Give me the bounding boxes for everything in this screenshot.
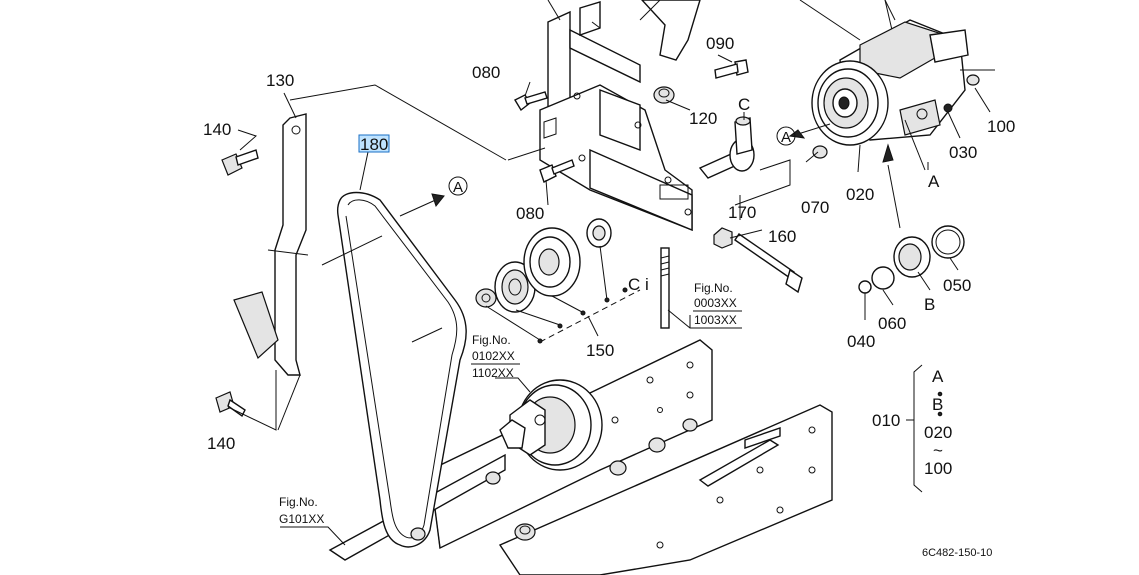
set-item-020: 020 (924, 423, 952, 442)
bolt-160 (734, 233, 803, 294)
idler-pulley-150 (475, 218, 612, 313)
part-label-080-lower[interactable]: 080 (516, 204, 544, 223)
tension-shaft (698, 116, 755, 179)
svg-text:A: A (781, 129, 791, 146)
fig-ref-0102[interactable]: Fig.No. 0102XX 1102XX (471, 333, 520, 380)
fig-ref-0102-title: Fig.No. (472, 333, 511, 347)
crank-pulley (499, 379, 603, 471)
clutch-parts (858, 225, 965, 294)
bolt-140-upper (221, 149, 259, 176)
fig-ref-g101-title: Fig.No. (279, 495, 318, 509)
part-label-120[interactable]: 120 (689, 109, 717, 128)
compressor-020 (811, 0, 980, 159)
fig-ref-0102-line2: 1102XX (472, 366, 514, 380)
ref-letter-b: B (924, 295, 935, 314)
part-180-highlight (358, 134, 390, 153)
ref-circle-a-belt: A (448, 176, 468, 196)
nut-120 (653, 86, 675, 104)
v-belt-180 (336, 191, 467, 548)
set-item-tilde: ~ (933, 441, 943, 460)
set-item-100: 100 (924, 459, 952, 478)
part-label-060[interactable]: 060 (878, 314, 906, 333)
compressor-bracket (539, 0, 893, 232)
drawing-code: 6C482-150-10 (922, 547, 992, 559)
part-label-020[interactable]: 020 (846, 185, 874, 204)
ref-letter-a-comp: A (928, 172, 940, 191)
part-label-140-lower[interactable]: 140 (207, 434, 235, 453)
part-label-130[interactable]: 130 (266, 71, 294, 90)
fig-ref-g101-line1: G101XX (279, 512, 324, 526)
fig-ref-0003-title: Fig.No. (694, 281, 733, 295)
part-label-010[interactable]: 010 (872, 411, 900, 430)
part-label-030[interactable]: 030 (949, 143, 977, 162)
adjust-plate-130 (233, 113, 307, 431)
stud (660, 247, 670, 329)
part-label-090[interactable]: 090 (706, 34, 734, 53)
nut-170 (713, 227, 733, 249)
leader-lines (227, 0, 995, 546)
svg-text:A: A (453, 179, 463, 196)
part-label-160[interactable]: 160 (768, 227, 796, 246)
part-label-100[interactable]: 100 (987, 117, 1015, 136)
part-label-140-upper[interactable]: 140 (203, 120, 231, 139)
part-label-180[interactable]: 180 (360, 135, 388, 154)
fig-ref-0102-line1: 0102XX (472, 349, 515, 363)
fig-ref-0003-line2: 1003XX (694, 313, 737, 327)
fig-ref-g101[interactable]: Fig.No. G101XX (279, 495, 324, 526)
ref-circle-a-comp: A (776, 126, 796, 146)
part-label-070[interactable]: 070 (801, 198, 829, 217)
ref-letter-i-dashed: i (645, 275, 649, 294)
bolt-080-lower (539, 159, 575, 183)
frame-rail-lower (498, 404, 833, 575)
fig-ref-0003-line1: 0003XX (694, 296, 737, 310)
part-label-150[interactable]: 150 (586, 341, 614, 360)
ref-letter-c-dashed: C (628, 275, 640, 294)
part-label-050[interactable]: 050 (943, 276, 971, 295)
bolt-140-lower (215, 391, 246, 418)
bolt-080-upper (514, 91, 548, 112)
set-item-b: B (932, 395, 943, 414)
fig-ref-0003[interactable]: Fig.No. 0003XX 1003XX (693, 281, 742, 327)
part-label-040[interactable]: 040 (847, 332, 875, 351)
ref-letter-c-top: C (738, 95, 750, 114)
part-label-080-upper[interactable]: 080 (472, 63, 500, 82)
set-item-a: A (932, 367, 944, 386)
bolt-090 (714, 59, 749, 79)
part-label-170[interactable]: 170 (728, 203, 756, 222)
